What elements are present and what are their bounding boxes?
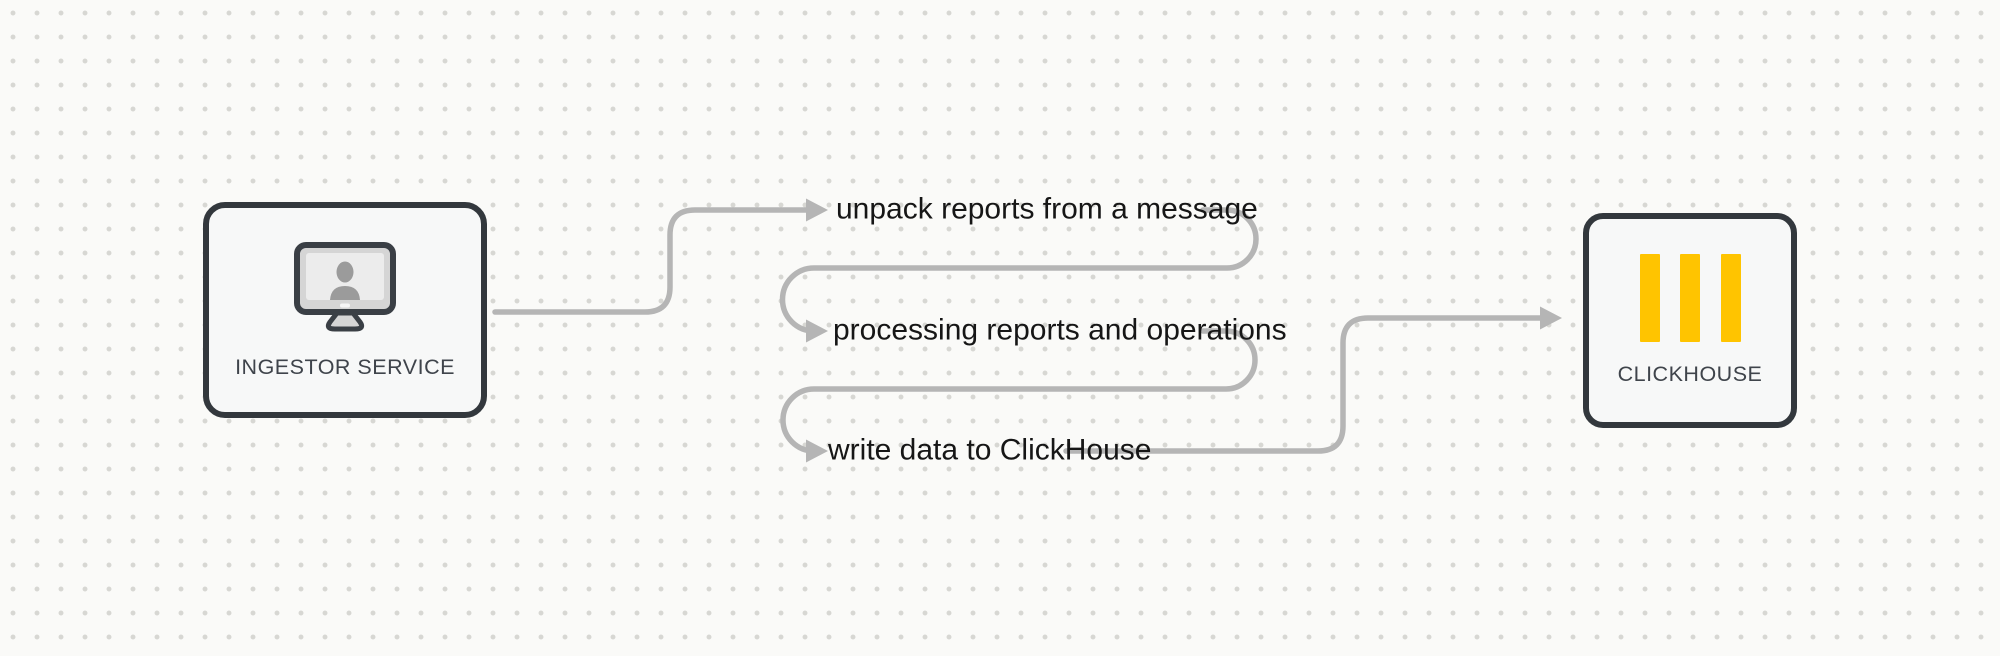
connector-line[interactable] bbox=[492, 207, 809, 315]
logo-bar bbox=[1680, 254, 1700, 342]
arrowhead-icon bbox=[1540, 306, 1562, 330]
monitor-user-icon bbox=[294, 241, 396, 331]
node-ingestor-service[interactable]: INGESTOR SERVICE bbox=[203, 202, 487, 418]
clickhouse-bars-logo-icon bbox=[1639, 254, 1741, 342]
node-label-clickhouse: CLICKHOUSE bbox=[1617, 362, 1763, 386]
arrowhead-icon bbox=[806, 198, 828, 222]
logo-bar bbox=[1720, 254, 1741, 342]
step-label-processing[interactable]: processing reports and operations bbox=[833, 313, 1287, 347]
arrowhead-icon bbox=[806, 319, 828, 343]
arrowhead-icon bbox=[806, 439, 828, 463]
node-label-ingestor: INGESTOR SERVICE bbox=[235, 354, 455, 379]
node-clickhouse[interactable]: CLICKHOUSE bbox=[1583, 213, 1797, 428]
step-label-write[interactable]: write data to ClickHouse bbox=[828, 433, 1152, 467]
logo-bar bbox=[1639, 254, 1660, 342]
step-label-unpack[interactable]: unpack reports from a message bbox=[836, 192, 1258, 226]
connector-ingestor-to-step1[interactable] bbox=[492, 198, 828, 315]
